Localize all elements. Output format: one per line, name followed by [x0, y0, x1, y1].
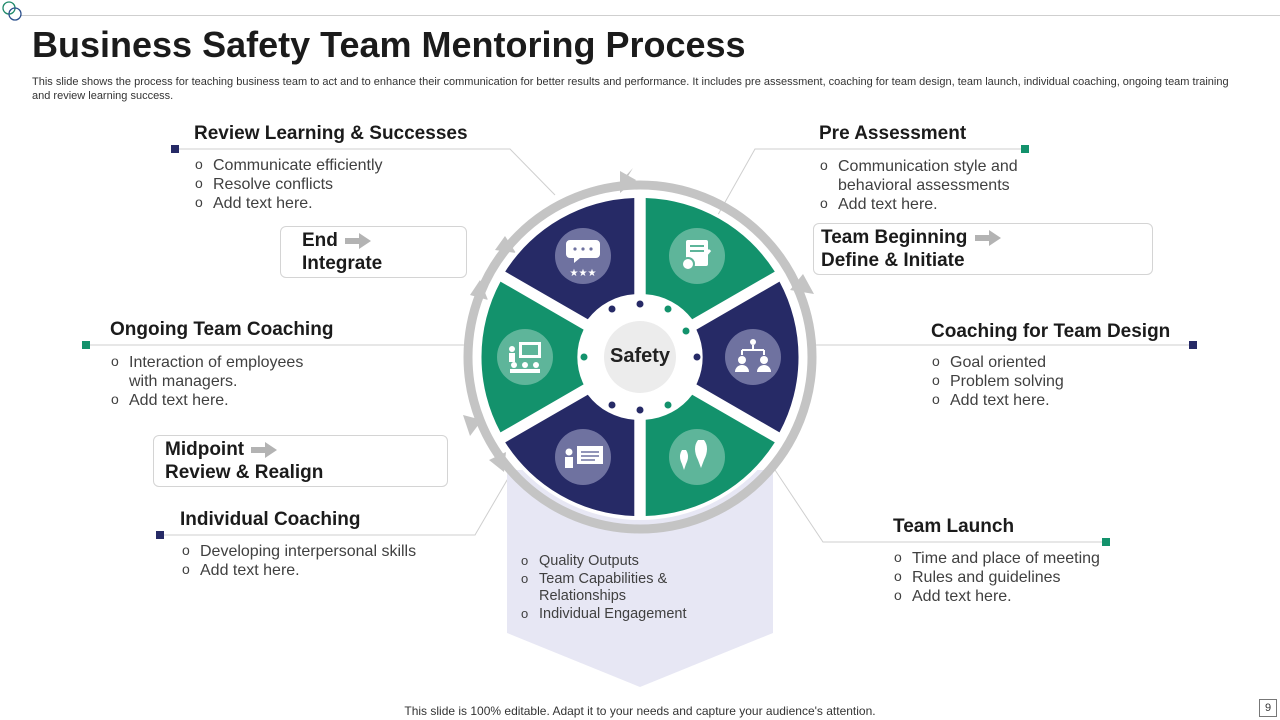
list-individual: Developing interpersonal skills Add text… [182, 541, 442, 580]
ring-arrow-bottom-head [489, 452, 506, 472]
bullet-item: Time and place of meeting [894, 548, 1124, 568]
phase-midpoint-line1: Midpoint [165, 438, 278, 461]
list-outcomes: Quality Outputs Team Capabilities & Rela… [521, 552, 721, 624]
footer-note: This slide is 100% editable. Adapt it to… [404, 704, 876, 718]
hub-dot [636, 406, 644, 414]
phase-beginning-line2: Define & Initiate [821, 250, 965, 271]
bullet-item: Resolve conflicts [195, 174, 425, 194]
phase-box-end: End Integrate [280, 226, 467, 278]
header-divider [20, 15, 1280, 16]
presenter-board-icon [555, 429, 611, 485]
connector-lines [86, 148, 1193, 543]
bullet-item: Communicate efficiently [195, 155, 425, 175]
team-hierarchy-icon [725, 329, 781, 385]
bullet-item: Interaction of employees with managers. [111, 352, 326, 391]
bullet-item: Goal oriented [932, 352, 1147, 372]
heading-review: Review Learning & Successes [194, 123, 468, 144]
svg-text:★★★: ★★★ [570, 268, 597, 279]
bullet-item: Problem solving [932, 371, 1147, 391]
ring-arrow-left-top-head [495, 236, 516, 253]
list-pre: Communication style and behavioral asses… [820, 156, 1035, 214]
hub-dot [608, 401, 616, 409]
heading-pre: Pre Assessment [819, 123, 967, 144]
marker-pre [1021, 145, 1029, 153]
team-training-icon [497, 329, 553, 385]
hub-dot [664, 305, 672, 313]
heading-design: Coaching for Team Design [931, 321, 1171, 342]
ring-arrow-left-up-head [470, 280, 488, 300]
hub-dot [693, 353, 701, 361]
list-review: Communicate efficiently Resolve conflict… [195, 155, 425, 213]
bullet-item: Communication style and behavioral asses… [820, 156, 1035, 195]
bullet-item: Developing interpersonal skills [182, 541, 442, 561]
cycle-ring [463, 180, 817, 534]
bullet-item: Add text here. [820, 194, 1035, 214]
phase-midpoint-line2: Review & Realign [165, 462, 324, 483]
outcome-item: Individual Engagement [521, 605, 721, 624]
marker-design [1189, 341, 1197, 349]
center-label: Safety [609, 345, 671, 367]
connector-pre [714, 148, 1025, 221]
slide-description: This slide shows the process for teachin… [32, 76, 1229, 102]
list-design: Goal oriented Problem solving Add text h… [932, 352, 1147, 410]
bullet-item: Rules and guidelines [894, 567, 1124, 587]
hub-dot [608, 305, 616, 313]
outcome-item: Quality Outputs [521, 552, 721, 571]
connector-individual [160, 474, 511, 536]
rings-logo-icon [2, 1, 22, 21]
bullet-item: Add text here. [182, 560, 442, 580]
hub-dot [580, 353, 588, 361]
marker-ongoing [82, 341, 90, 349]
page-title: Business Safety Team Mentoring Process [32, 24, 746, 65]
arrow-right-icon [251, 441, 278, 458]
heading-launch: Team Launch [893, 516, 1015, 537]
heading-individual: Individual Coaching [180, 509, 361, 530]
connector-review [175, 148, 556, 196]
phase-box-beginning: Team Beginning Define & Initiate [813, 223, 1153, 275]
arrow-right-icon [345, 232, 372, 249]
rocket-launch-icon [669, 429, 725, 485]
ring-arrow-right-head [790, 274, 814, 294]
marker-individual [156, 531, 164, 539]
heading-ongoing: Ongoing Team Coaching [110, 319, 334, 340]
list-ongoing: Interaction of employees with managers. … [111, 352, 326, 410]
hub-dot [682, 327, 690, 335]
bullet-item: Add text here. [111, 390, 326, 410]
phase-box-midpoint: Midpoint Review & Realign [153, 435, 448, 487]
ring-arrow-top-head [620, 171, 636, 193]
connector-launch [774, 469, 1106, 543]
marker-launch [1102, 538, 1110, 546]
phase-end-line1: End [302, 229, 372, 252]
list-launch: Time and place of meeting Rules and guid… [894, 548, 1124, 606]
bullet-item: Add text here. [195, 193, 425, 213]
hub-dot [664, 401, 672, 409]
ring-arrow-left-down-head [463, 415, 482, 436]
hub-inner-circle [604, 321, 676, 393]
bullet-item: Add text here. [932, 390, 1147, 410]
chat-stars-icon: ★★★ [555, 228, 611, 284]
marker-review [171, 145, 179, 153]
outcome-item: Team Capabilities & Relationships [521, 570, 721, 606]
phase-beginning-line1: Team Beginning [821, 226, 1001, 249]
bullet-item: Add text here. [894, 586, 1124, 606]
assessment-gear-icon [669, 228, 725, 284]
phase-end-line2: Integrate [302, 253, 383, 274]
hub-dot [636, 300, 644, 308]
arrow-right-icon [974, 229, 1001, 246]
page-number: 9 [1259, 699, 1277, 717]
